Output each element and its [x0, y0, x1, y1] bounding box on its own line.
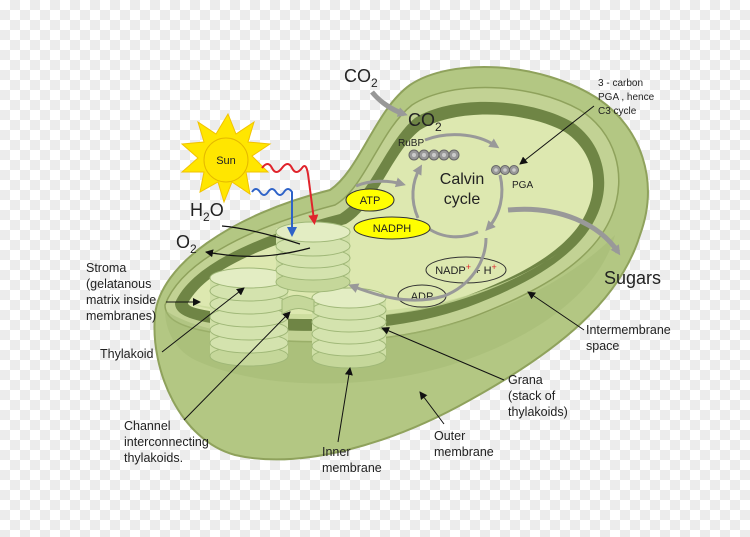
svg-text:space: space [586, 339, 619, 353]
rubp-label: RuBP [398, 138, 424, 149]
svg-text:membrane: membrane [322, 461, 382, 475]
thylakoid-stack-left [209, 267, 289, 367]
label-grana: Grana (stack of thylakoids) [381, 327, 568, 419]
pga-molecule [491, 165, 519, 175]
pga-note: 3 - carbon PGA , hence C3 cycle [519, 78, 655, 165]
svg-text:matrix inside: matrix inside [86, 293, 156, 307]
calvin-arrow-top [424, 133, 500, 149]
o2-arrow [205, 247, 311, 258]
nadp-badge: NADP+ + H+ [425, 256, 507, 284]
co2-internal-label: CO2 [408, 110, 442, 134]
thylakoid-stack-top [275, 221, 351, 293]
light-wave-blue [251, 188, 297, 237]
calvin-title-line1: Calvin [440, 171, 484, 188]
calvin-cycle: Calvin cycle RuBP PGA [398, 133, 533, 239]
pga-note-line3: C3 cycle [598, 106, 637, 117]
label-outer-membrane: Outer membrane [419, 391, 494, 459]
svg-text:thylakoids.: thylakoids. [124, 451, 183, 465]
svg-text:Thylakoid: Thylakoid [100, 347, 154, 361]
pga-note-line2: PGA , hence [598, 92, 655, 103]
svg-text:Outer: Outer [434, 429, 465, 443]
o2-label: O2 [176, 232, 197, 256]
thylakoid-stack-right [311, 287, 387, 369]
svg-text:(gelatanous: (gelatanous [86, 277, 151, 291]
return-arrow [348, 237, 488, 302]
h2o-arrow [221, 225, 301, 245]
co2-entry-arrow [370, 90, 408, 117]
label-intermembrane-space: Intermembrane space [527, 291, 671, 353]
sugars-label: Sugars [604, 268, 661, 288]
svg-text:NADPH: NADPH [373, 223, 412, 235]
sugars-arrow [507, 206, 621, 256]
nadph-badge: NADPH [353, 216, 431, 240]
interconnecting-channel [281, 294, 315, 315]
atp-badge: ATP [345, 188, 395, 212]
label-channel: Channel interconnecting thylakoids. [124, 311, 291, 465]
svg-text:interconnecting: interconnecting [124, 435, 209, 449]
calvin-title-line2: cycle [444, 191, 481, 208]
svg-text:membrane: membrane [434, 445, 494, 459]
svg-text:Intermembrane: Intermembrane [586, 323, 671, 337]
light-wave-red [261, 163, 319, 225]
sun-icon: Sun [180, 112, 272, 204]
atp-to-cycle-arrow [355, 177, 406, 188]
svg-text:thylakoids): thylakoids) [508, 405, 568, 419]
co2-external-label: CO2 [344, 66, 378, 90]
pga-label: PGA [512, 180, 533, 191]
svg-text:Channel: Channel [124, 419, 171, 433]
label-stroma: Stroma (gelatanous matrix inside membran… [86, 261, 201, 323]
label-thylakoid: Thylakoid [100, 287, 245, 361]
svg-text:Inner: Inner [322, 445, 351, 459]
svg-text:ATP: ATP [360, 195, 381, 207]
rubp-molecule [408, 149, 460, 161]
svg-text:Grana: Grana [508, 373, 543, 387]
svg-text:(stack of: (stack of [508, 389, 556, 403]
sun-label: Sun [216, 155, 236, 167]
pga-note-line1: 3 - carbon [598, 78, 643, 89]
svg-text:Stroma: Stroma [86, 261, 126, 275]
h2o-label: H2O [190, 200, 224, 224]
calvin-arrow-left [411, 164, 422, 219]
svg-text:membranes): membranes) [86, 309, 156, 323]
calvin-arrow-right [485, 174, 504, 231]
label-inner-membrane: Inner membrane [322, 367, 382, 475]
